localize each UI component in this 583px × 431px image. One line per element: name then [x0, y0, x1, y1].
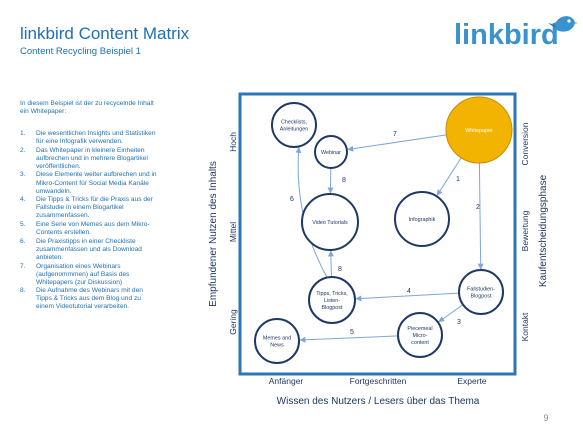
steps-list: 1. Die wesentlichen Insights und Statisti… — [20, 130, 160, 312]
phase-evaluation: Bewertung — [520, 210, 530, 251]
edges-layer: 1 2 3 4 5 6 7 8 8 — [290, 131, 484, 343]
node-circle — [271, 102, 317, 148]
page-subtitle: Content Recycling Beispiel 1 — [20, 46, 141, 57]
edge-whitepaper-to-webinar — [347, 134, 447, 152]
node-label: Video Tutorials — [312, 220, 348, 226]
node-fallstudie: Fallstudien-Blogpost — [458, 269, 504, 315]
step-text: Diese Elemente weiter aufbrechen und in … — [36, 171, 157, 195]
right-axis-label: Kaufentscheidungsphase — [538, 174, 549, 287]
step-item: 5. Eine Serie von Memes aus dem Mikro-Con… — [20, 221, 160, 237]
node-circle — [458, 269, 504, 315]
node-circle — [394, 191, 450, 247]
phase-conversion: Conversion — [520, 122, 530, 165]
node-label: Fallstudien- — [467, 287, 495, 293]
step-item: 6. Die Praxistipps in einer Checkliste zu… — [20, 238, 160, 262]
node-tipps: Tipps, Tricks,Listen-Blogpost — [308, 276, 356, 324]
x-level-beginner: Anfänger — [269, 376, 304, 386]
intro-text: In diesem Beispiel ist der zu recycelnde… — [20, 100, 154, 116]
node-circle — [308, 276, 356, 324]
edge-label: 5 — [350, 329, 354, 336]
x-axis-label: Wissen des Nutzers / Lesers über das The… — [277, 396, 480, 407]
node-label: Blogpost — [471, 294, 492, 300]
edge-label: 8 — [342, 177, 346, 184]
step-text: Eine Serie von Memes aus dem Mikro-Conte… — [36, 221, 150, 237]
step-text: Organisation eines Webinars (aufgenommme… — [36, 262, 130, 286]
node-circle — [254, 318, 300, 364]
page-number: 9 — [543, 413, 548, 423]
step-item: 1. Die wesentlichen Insights und Statisti… — [20, 130, 160, 146]
bird-icon — [548, 16, 577, 32]
node-label: Whitepaper — [465, 128, 493, 134]
step-text: Die wesentlichen Insights und Statistike… — [36, 130, 156, 146]
step-text: Das Whitepaper in kleinere Einheiten auf… — [36, 146, 148, 170]
edge-fallstudie-to-tipps — [355, 292, 460, 302]
step-item: 4. Die Tipps & Tricks für die Praxis aus … — [20, 196, 160, 220]
node-label: Webinar — [321, 150, 341, 156]
node-circle — [397, 312, 443, 358]
edge-label: 7 — [393, 131, 397, 138]
logo-text: linkbird — [454, 19, 559, 51]
step-number: 8. — [20, 287, 26, 295]
x-level-advanced: Fortgeschritten — [350, 376, 407, 386]
node-label: Anleitungen — [280, 127, 308, 133]
node-label: Listen- — [324, 298, 340, 304]
step-number: 7. — [20, 262, 26, 270]
node-whitepaper: Whitepaper — [445, 96, 513, 164]
step-text: Die Aufnahme des Webinars mit den Tipps … — [36, 287, 143, 311]
y-level-low: Gering — [228, 309, 238, 335]
edge-label: 4 — [407, 288, 411, 295]
step-number: 6. — [20, 237, 26, 245]
x-level-expert: Experte — [457, 376, 487, 386]
edge-label: 8 — [338, 266, 342, 273]
linkbird-logo: linkbird — [454, 16, 577, 51]
y-level-high: Hoch — [228, 132, 238, 152]
node-label: Checklists, — [281, 120, 308, 126]
page-title: linkbird Content Matrix — [20, 24, 190, 43]
phase-contact: Kontakt — [520, 312, 530, 341]
y-axis-label: Empfundener Nutzen des Inhalts — [208, 161, 219, 307]
node-label: Tipps, Tricks, — [316, 291, 348, 297]
edge-label: 2 — [476, 204, 480, 211]
step-number: 5. — [20, 221, 26, 229]
step-item: 2. Das Whitepaper in kleinere Einheiten a… — [20, 147, 160, 171]
step-item: 3. Diese Elemente weiter aufbrechen und i… — [20, 171, 160, 195]
edge-label: 3 — [457, 319, 461, 326]
node-infographik: Infographik — [394, 191, 450, 247]
step-text: Die Praxistipps in einer Checkliste zusa… — [36, 237, 142, 261]
node-circle — [445, 96, 513, 164]
node-label: Blogpost — [322, 305, 343, 311]
matrix-frame — [238, 92, 517, 376]
node-label: News — [270, 343, 284, 349]
y-level-medium: Mittel — [228, 222, 238, 242]
step-number: 1. — [20, 130, 26, 137]
step-number: 3. — [20, 171, 26, 179]
node-label: content — [411, 340, 429, 346]
edge-fallstudie-to-mikro — [438, 304, 464, 323]
node-label: Memes and — [263, 336, 291, 342]
step-item: 8. Die Aufnahme des Webinars mit den Tipp… — [20, 287, 160, 311]
step-text: Die Tipps & Tricks für die Praxis aus de… — [36, 196, 153, 220]
node-label: Micro- — [413, 333, 428, 339]
edge-mikro-to-memes — [299, 335, 399, 343]
edge-whitepaper-to-infographik — [436, 157, 462, 196]
node-checklists: Checklists,Anleitungen — [271, 102, 317, 148]
edge-label: 6 — [290, 196, 294, 203]
step-number: 2. — [20, 146, 26, 154]
node-webinar: Webinar — [314, 135, 348, 169]
node-label: Piecemeal — [407, 326, 432, 332]
edge-tipps-to-video — [327, 250, 334, 278]
node-label: Infographik — [409, 217, 436, 223]
edge-whitepaper-to-fallstudie — [477, 162, 484, 270]
step-number: 4. — [20, 196, 26, 204]
node-circle — [301, 193, 359, 251]
step-item: 7. Organisation eines Webinars (aufgenomm… — [20, 263, 160, 287]
content-matrix-diagram: Empfundener Nutzen des Inhalts Hoch Mitt… — [208, 92, 549, 423]
edge-label: 1 — [456, 176, 460, 183]
node-circle — [314, 135, 348, 169]
node-video: Video Tutorials — [301, 193, 359, 251]
